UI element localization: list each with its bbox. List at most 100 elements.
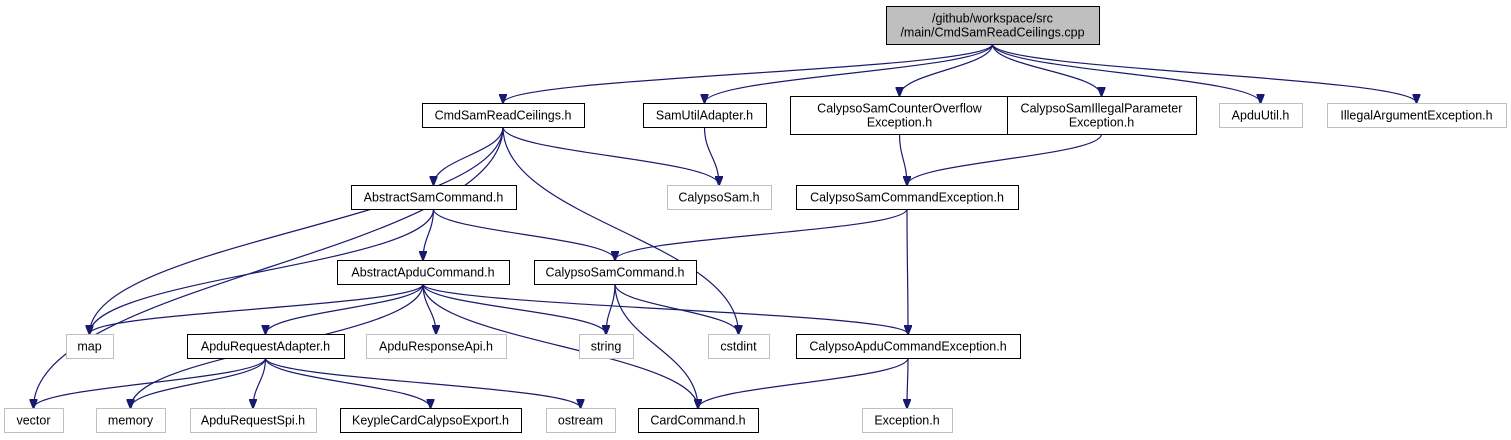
node-label: cstdint (720, 340, 757, 354)
edge-absapdu-to-cardcmd (422, 283, 698, 408)
node-box (579, 334, 634, 359)
node-label: ApduRequestSpi.h (201, 414, 305, 428)
edge-cmdsam-to-map (90, 126, 504, 334)
node-label: memory (108, 414, 154, 428)
node-label: Exception.h (1069, 116, 1134, 130)
edge-absapdu-to-apdureqadapter (266, 283, 424, 334)
node-cardcmd[interactable]: CardCommand.h (638, 408, 759, 433)
node-box (862, 408, 953, 433)
edge-abssam-to-absapdu (423, 208, 435, 260)
edge-cmdsam-to-cstdint (502, 126, 739, 334)
node-abssam[interactable]: AbstractSamCommand.h (351, 185, 517, 210)
node-box (643, 103, 767, 128)
node-box (1327, 103, 1507, 128)
node-label: ostream (558, 414, 603, 428)
node-apduutil: ApduUtil.h (1219, 103, 1303, 128)
edge-root-to-cmdsam (503, 43, 994, 103)
edge-samcmd-to-cstdint (614, 283, 739, 334)
node-absapdu[interactable]: AbstractApduCommand.h (337, 260, 510, 285)
edge-samutil-to-calypsosam (703, 126, 720, 185)
node-box (422, 103, 585, 128)
edge-absapdu-to-map (90, 283, 424, 334)
node-root[interactable]: /github/workspace/src/main/CmdSamReadCei… (886, 6, 1100, 45)
node-label: CalypsoSamCommand.h (546, 266, 685, 280)
edge-absapdu-to-apducmdexc (422, 283, 908, 334)
node-samcmd[interactable]: CalypsoSamCommand.h (534, 260, 697, 285)
edge-cmdsam-to-vector (34, 126, 504, 408)
edge-abssam-to-map (90, 208, 435, 334)
node-illegalarg: IllegalArgumentException.h (1327, 103, 1507, 128)
node-box (708, 334, 770, 359)
node-box (4, 408, 64, 433)
node-samcmdexc[interactable]: CalypsoSamCommandException.h (796, 185, 1019, 210)
node-box (796, 334, 1021, 359)
node-box (790, 96, 1010, 135)
nodes-layer: /github/workspace/src/main/CmdSamReadCei… (4, 6, 1507, 433)
node-ostream: ostream (546, 408, 616, 433)
edge-apducmdexc-to-exception (907, 357, 908, 408)
node-label: string (591, 340, 622, 354)
edge-absapdu-to-string (422, 283, 606, 334)
node-cstdint: cstdint (708, 334, 770, 359)
edge-abssam-to-samcmd (432, 208, 616, 260)
node-apdureqadapter[interactable]: ApduRequestAdapter.h (187, 334, 345, 359)
node-box (340, 408, 522, 433)
node-label: CalypsoSamCounterOverflow (817, 102, 983, 116)
node-keyple[interactable]: KeypleCardCalypsoExport.h (340, 408, 522, 433)
node-samutil[interactable]: SamUtilAdapter.h (643, 103, 767, 128)
node-label: SamUtilAdapter.h (656, 109, 753, 123)
node-apdurespapi: ApduResponseApi.h (366, 334, 507, 359)
node-map: map (66, 334, 114, 359)
node-label: Exception.h (867, 116, 932, 130)
edge-samcmd-to-cardcmd (614, 283, 698, 408)
node-box (1007, 96, 1197, 135)
node-box (667, 185, 772, 210)
edge-counterov-to-samcmdexc (898, 133, 908, 185)
edge-apdureqadapter-to-keyple (264, 357, 431, 408)
node-box (886, 6, 1100, 45)
node-box (337, 260, 510, 285)
node-calypsosam: CalypsoSam.h (667, 185, 772, 210)
node-box (1219, 103, 1303, 128)
node-box (796, 185, 1019, 210)
node-box (66, 334, 114, 359)
node-label: CardCommand.h (650, 414, 745, 428)
node-apducmdexc[interactable]: CalypsoApduCommandException.h (796, 334, 1021, 359)
node-label: /main/CmdSamReadCeilings.cpp (900, 26, 1084, 40)
node-label: ApduRequestAdapter.h (201, 340, 330, 354)
node-label: map (77, 340, 101, 354)
edge-samcmdexc-to-samcmd (615, 208, 908, 260)
node-string: string (579, 334, 634, 359)
node-label: AbstractApduCommand.h (351, 266, 494, 280)
node-label: CalypsoSam.h (678, 191, 759, 205)
edge-root-to-illegalarg (991, 43, 1417, 103)
node-label: ApduUtil.h (1232, 109, 1290, 123)
node-label: CmdSamReadCeilings.h (435, 109, 572, 123)
edge-samcmdexc-to-apducmdexc (907, 208, 908, 334)
edge-apdureqadapter-to-memory (131, 357, 267, 408)
node-apdureqspi: ApduRequestSpi.h (190, 408, 317, 433)
edge-cmdsam-to-abssam (434, 126, 504, 185)
edge-root-to-apduutil (991, 43, 1261, 103)
node-cmdsam[interactable]: CmdSamReadCeilings.h (422, 103, 585, 128)
node-box (534, 260, 697, 285)
node-label: KeypleCardCalypsoExport.h (352, 414, 509, 428)
edge-apdureqadapter-to-vector (34, 357, 267, 408)
node-vector: vector (4, 408, 64, 433)
node-box (546, 408, 616, 433)
edge-apdureqadapter-to-ostream (264, 357, 581, 408)
edge-samcmd-to-string (606, 283, 616, 334)
node-label: IllegalArgumentException.h (1340, 109, 1492, 123)
node-label: CalypsoApduCommandException.h (809, 340, 1006, 354)
node-label: Exception.h (874, 414, 939, 428)
node-label: CalypsoSamCommandException.h (810, 191, 1004, 205)
edge-apducmdexc-to-cardcmd (698, 357, 909, 408)
edge-root-to-samutil (705, 43, 994, 103)
edge-root-to-illegalparam (991, 43, 1102, 96)
node-exception: Exception.h (862, 408, 953, 433)
node-label: ApduResponseApi.h (379, 340, 493, 354)
node-box (96, 408, 166, 433)
